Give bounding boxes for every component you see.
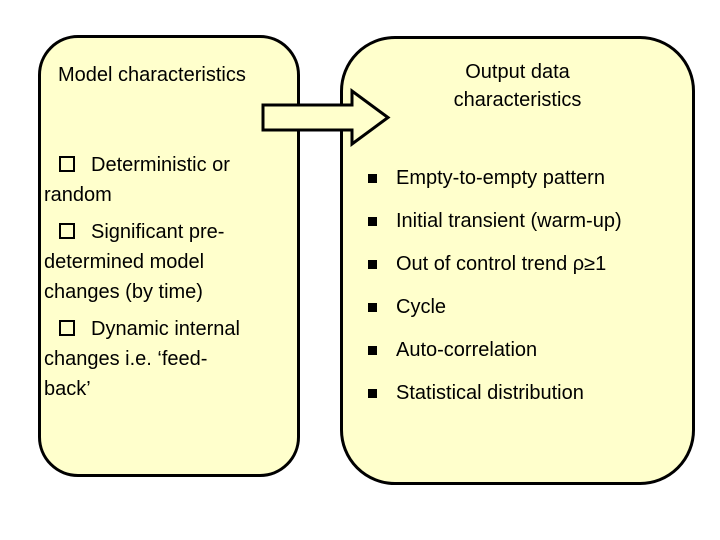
- output-data-characteristics-box: Output data characteristics Empty-to-emp…: [340, 36, 695, 485]
- list-item-label: Auto-correlation: [396, 339, 538, 361]
- filled-square-bullet-icon: [368, 259, 377, 269]
- filled-square-bullet-icon: [368, 216, 377, 226]
- list-item-label: Statistical distribution: [396, 382, 584, 404]
- list-item: Out of control trend ρ≥1: [368, 253, 686, 275]
- filled-square-bullet-icon: [368, 388, 377, 398]
- open-square-bullet-icon: [59, 320, 75, 336]
- list-item-label: Significant pre- determined model change…: [44, 221, 225, 303]
- list-item-label: Dynamic internal changes i.e. ‘feed- bac…: [44, 318, 240, 400]
- left-box-title: Model characteristics: [58, 64, 246, 86]
- left-box-item-list: Deterministic or random Significant pre-…: [44, 150, 295, 411]
- list-item: Significant pre- determined model change…: [44, 217, 295, 307]
- list-item-label: Empty-to-empty pattern: [396, 167, 605, 189]
- list-item: Empty-to-empty pattern: [368, 167, 686, 189]
- right-box-item-list: Empty-to-empty pattern Initial transient…: [368, 167, 686, 425]
- right-box-title: Output data characteristics: [453, 61, 582, 111]
- filled-square-bullet-icon: [368, 345, 377, 355]
- list-item-label: Cycle: [396, 296, 447, 318]
- filled-square-bullet-icon: [368, 302, 377, 312]
- right-arrow-icon: [261, 88, 391, 147]
- list-item: Dynamic internal changes i.e. ‘feed- bac…: [44, 314, 295, 404]
- list-item: Initial transient (warm-up): [368, 210, 686, 232]
- list-item: Statistical distribution: [368, 382, 686, 404]
- list-item: Auto-correlation: [368, 339, 686, 361]
- open-square-bullet-icon: [59, 223, 75, 239]
- list-item-label: Deterministic or random: [44, 154, 230, 206]
- list-item-label: Out of control trend ρ≥1: [396, 253, 607, 275]
- open-square-bullet-icon: [59, 156, 75, 172]
- list-item: Cycle: [368, 296, 686, 318]
- list-item-label: Initial transient (warm-up): [396, 210, 622, 232]
- model-characteristics-box: Model characteristics Deterministic or r…: [38, 35, 300, 477]
- list-item: Deterministic or random: [44, 150, 295, 210]
- filled-square-bullet-icon: [368, 173, 377, 183]
